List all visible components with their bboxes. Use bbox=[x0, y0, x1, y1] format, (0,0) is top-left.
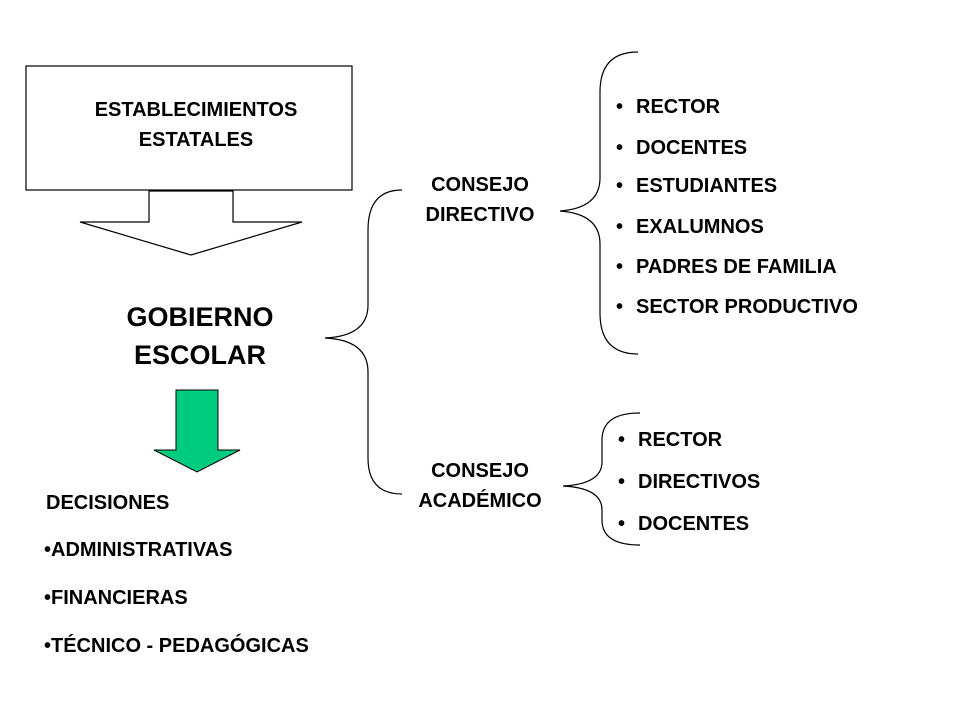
member-label: EXALUMNOS bbox=[636, 216, 764, 238]
directivo-line-1: CONSEJO bbox=[431, 174, 529, 196]
source-box bbox=[25, 65, 353, 191]
decisiones-title: DECISIONES bbox=[46, 492, 170, 514]
list-item: • RECTOR bbox=[616, 92, 858, 133]
member-label: RECTOR bbox=[638, 429, 723, 451]
member-label: DOCENTES bbox=[636, 137, 748, 159]
bullet: • bbox=[616, 296, 624, 318]
bullet: • bbox=[618, 429, 626, 451]
list-item: •TÉCNICO - PEDAGÓGICAS bbox=[44, 635, 309, 657]
list-item: • DIRECTIVOS bbox=[618, 467, 760, 509]
list-item: • PADRES DE FAMILIA bbox=[616, 252, 858, 292]
member-label: SECTOR PRODUCTIVO bbox=[636, 296, 858, 318]
source-line-2: ESTATALES bbox=[138, 129, 254, 151]
main-node: GOBIERNO ESCOLAR bbox=[60, 298, 340, 374]
directivo-line-2: DIRECTIVO bbox=[425, 204, 535, 226]
main-line-1: GOBIERNO bbox=[126, 302, 274, 332]
bullet: • bbox=[616, 175, 624, 197]
academico-members: • RECTOR • DIRECTIVOS • DOCENTES bbox=[618, 425, 760, 551]
member-label: PADRES DE FAMILIA bbox=[636, 256, 837, 278]
list-item: • SECTOR PRODUCTIVO bbox=[616, 292, 858, 332]
list-item: • EXALUMNOS bbox=[616, 212, 858, 252]
outline-down-arrow bbox=[79, 190, 303, 256]
list-item: • DOCENTES bbox=[618, 509, 760, 551]
bullet: • bbox=[616, 137, 624, 159]
green-down-arrow bbox=[153, 389, 241, 473]
consejo-directivo: CONSEJO DIRECTIVO bbox=[390, 170, 570, 230]
list-item: • DOCENTES bbox=[616, 133, 858, 171]
source-line-1: ESTABLECIMIENTOS bbox=[94, 99, 298, 121]
bullet: • bbox=[616, 96, 624, 118]
academico-line-2: ACADÉMICO bbox=[418, 490, 542, 512]
main-brace bbox=[324, 189, 403, 495]
member-label: DIRECTIVOS bbox=[638, 471, 761, 493]
academico-line-1: CONSEJO bbox=[431, 460, 529, 482]
list-item: • RECTOR bbox=[618, 425, 760, 467]
directivo-members: • RECTOR • DOCENTES • ESTUDIANTES • EXALUMNO… bbox=[616, 92, 858, 332]
list-item: • ESTUDIANTES bbox=[616, 171, 858, 212]
decisiones-list: •ADMINISTRATIVAS •FINANCIERAS •TÉCNICO -… bbox=[44, 535, 309, 679]
member-label: ESTUDIANTES bbox=[636, 175, 778, 197]
main-line-2: ESCOLAR bbox=[133, 340, 266, 370]
bullet: • bbox=[616, 256, 624, 278]
directivo-brace bbox=[559, 51, 639, 355]
consejo-academico: CONSEJO ACADÉMICO bbox=[390, 456, 570, 516]
bullet: • bbox=[616, 216, 624, 238]
source-box-label: ESTABLECIMIENTOS ESTATALES bbox=[48, 95, 344, 155]
academico-brace bbox=[562, 412, 641, 546]
member-label: RECTOR bbox=[636, 96, 721, 118]
bullet: • bbox=[618, 471, 626, 493]
list-item: •ADMINISTRATIVAS bbox=[44, 539, 233, 561]
bullet: • bbox=[618, 513, 626, 535]
list-item: •FINANCIERAS bbox=[44, 587, 188, 609]
member-label: DOCENTES bbox=[638, 513, 750, 535]
